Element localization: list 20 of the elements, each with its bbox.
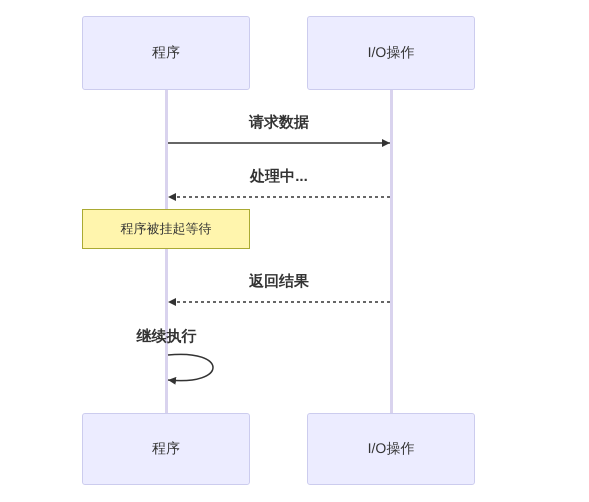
lifeline: [165, 90, 168, 209]
participant-label: 程序: [152, 440, 180, 458]
participant-box: [82, 16, 250, 90]
edge-label: 请求数据: [249, 113, 309, 132]
edge-label: 处理中...: [250, 167, 308, 186]
participant-label: 程序: [152, 44, 180, 62]
message-arrow: [168, 193, 390, 201]
participant-label: I/O操作: [368, 44, 414, 62]
participant-box: [307, 413, 475, 485]
edge-label: 返回结果: [249, 272, 309, 291]
note-box: [82, 209, 250, 249]
edge-label: 继续执行: [136, 327, 196, 346]
participant-label: I/O操作: [368, 440, 414, 458]
lifeline: [390, 90, 393, 413]
message-arrow: [168, 354, 214, 384]
message-arrow: [168, 298, 390, 306]
message-arrow: [168, 139, 390, 147]
participant-box: [82, 413, 250, 485]
participant-box: [307, 16, 475, 90]
note-text: 程序被挂起等待: [120, 220, 212, 238]
